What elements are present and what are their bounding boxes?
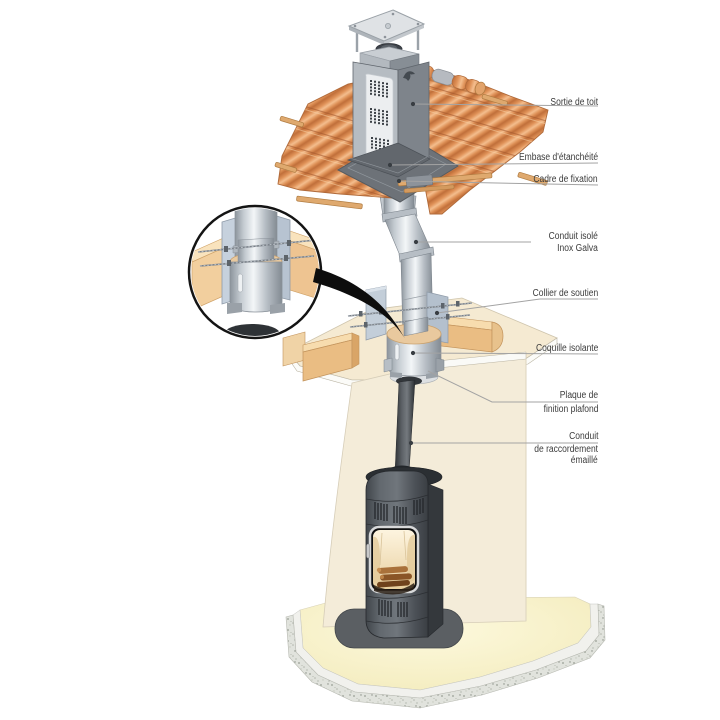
joist-end-left bbox=[282, 331, 306, 367]
callout-plaque-finition-line2: finition plafond bbox=[543, 404, 598, 415]
fire-grate bbox=[374, 583, 414, 595]
leader-cadre bbox=[398, 180, 599, 186]
callout-cadre-fixation: Cadre de fixation bbox=[533, 174, 598, 185]
detail-arrow bbox=[313, 268, 407, 342]
support-collar bbox=[383, 333, 445, 379]
callout-leaders bbox=[389, 103, 599, 444]
stove-vent-grille-top bbox=[374, 498, 424, 524]
callout-raccordement-line2: de raccordement bbox=[534, 444, 598, 455]
wood-joist-left bbox=[302, 332, 360, 382]
stove-vent-grille-bottom bbox=[378, 599, 408, 617]
leader-coquille bbox=[412, 352, 599, 355]
callout-anchor-dots bbox=[387, 101, 440, 446]
leader-embase bbox=[389, 162, 599, 166]
fixing-frame-bracket bbox=[405, 174, 433, 188]
flue-pipe-through-ring bbox=[403, 316, 429, 337]
ridge-end-cap bbox=[474, 81, 486, 96]
inset-shadow bbox=[224, 324, 280, 336]
callout-plaque-finition-line1: Plaque de bbox=[559, 390, 598, 401]
flashing-upstand-rim bbox=[346, 142, 431, 178]
floor-slab-edge-granite bbox=[285, 603, 606, 709]
stove-door-handle bbox=[366, 543, 370, 559]
callout-conduit-isole-line1: Conduit isolé bbox=[548, 231, 598, 242]
leader-collier bbox=[436, 298, 598, 314]
roof-outlet-chimney bbox=[346, 9, 431, 178]
stove-door bbox=[368, 525, 420, 595]
leader-sortie-de-toit bbox=[412, 103, 599, 107]
callout-collier-soutien: Collier de soutien bbox=[532, 288, 598, 299]
callout-sortie-de-toit: Sortie de toit bbox=[550, 97, 598, 108]
roof-battens bbox=[274, 94, 548, 210]
fire-logs bbox=[376, 566, 412, 588]
callout-raccordement-line1: Conduit bbox=[568, 431, 598, 442]
brand-logo-mark bbox=[403, 71, 415, 81]
callout-embase-etancheite: Embase d'étanchéité bbox=[518, 152, 598, 163]
leader-plaque bbox=[427, 370, 598, 403]
wood-stove bbox=[365, 466, 444, 639]
callout-coquille-isolante: Coquille isolante bbox=[535, 343, 598, 354]
stove-side bbox=[427, 483, 444, 638]
callout-raccordement-line3: émaillé bbox=[571, 455, 598, 466]
callout-conduit-isole-line2: Inox Galva bbox=[557, 243, 598, 254]
fixing-frame bbox=[397, 172, 493, 194]
chimney-cap-plate bbox=[347, 9, 426, 45]
detail-magnifier-circle bbox=[187, 204, 323, 340]
